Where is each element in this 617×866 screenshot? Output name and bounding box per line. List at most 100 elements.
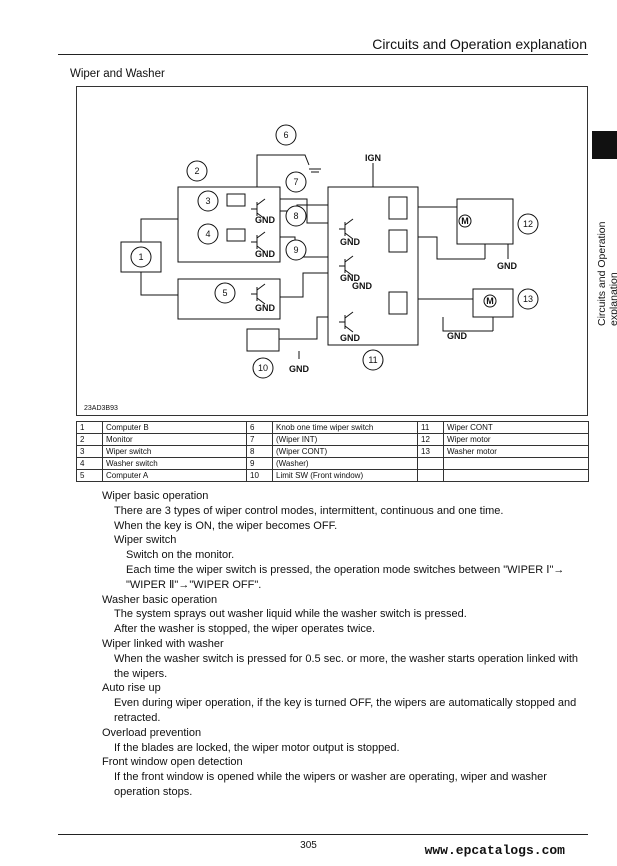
- figure-id: 23AD3B93: [84, 405, 118, 412]
- legend-number: 13: [417, 445, 444, 458]
- legend-number: 9: [246, 457, 273, 470]
- legend-number: [417, 457, 444, 470]
- section-heading: Overload prevention: [102, 726, 202, 739]
- legend-label: Computer A: [102, 469, 247, 482]
- legend-number: 7: [246, 433, 273, 446]
- callout-4: 4: [205, 229, 210, 239]
- gnd-label-4: GND: [255, 249, 276, 259]
- section-heading: Wiper basic operation: [102, 490, 209, 502]
- callout-1-circle: [130, 246, 152, 268]
- body-paragraph: After the washer is stopped, the wiper o…: [114, 623, 376, 636]
- wiring-diagram-svg: 1 2 3 4 5 6 7 8 9 10 11 12 13 IGN GND GN…: [120, 124, 539, 379]
- callout-3: 3: [205, 196, 210, 206]
- callout-2-circle: [186, 160, 208, 182]
- callout-9: 9: [293, 245, 298, 255]
- side-tab-marker: [592, 131, 617, 159]
- legend-label: Wiper CONT: [443, 421, 589, 434]
- body-paragraph: There are 3 types of wiper control modes…: [114, 504, 504, 517]
- callout-3-circle: [197, 190, 219, 212]
- legend-label: Knob one time wiper switch: [272, 421, 418, 434]
- page-number: 305: [300, 840, 317, 851]
- washer-motor-symbol: M: [486, 296, 494, 306]
- legend-label: [443, 457, 589, 470]
- legend-label: Wiper motor: [443, 433, 589, 446]
- gnd-label-5: GND: [255, 303, 276, 313]
- callout-1: 1: [138, 252, 143, 262]
- gnd-label-cont-3: GND: [352, 281, 373, 291]
- footer-rule: [58, 834, 588, 835]
- legend-number: 5: [76, 469, 103, 482]
- callout-11-circle: [362, 349, 384, 371]
- callout-4-circle: [197, 223, 219, 245]
- gnd-label-cont-1: GND: [340, 237, 361, 247]
- body-paragraph: If the blades are locked, the wiper moto…: [114, 741, 400, 754]
- callout-13-circle: [517, 288, 539, 310]
- computer-a-box: [177, 278, 281, 320]
- callout-13: 13: [523, 294, 533, 304]
- callout-7: 7: [293, 177, 298, 187]
- legend-label: (Washer): [272, 457, 418, 470]
- callout-8-circle: [285, 205, 307, 227]
- header-rule: [58, 54, 588, 55]
- body-paragraph: Switch on the monitor.: [126, 549, 235, 562]
- section-heading: Wiper linked with washer: [102, 637, 224, 650]
- legend-label: Washer switch: [102, 457, 247, 470]
- body-paragraph: Even during wiper operation, if the key …: [114, 697, 577, 724]
- wiper-motor-symbol: M: [461, 216, 469, 226]
- gnd-label-cont-4: GND: [340, 333, 361, 343]
- body-paragraph: Each time the wiper switch is pressed, t…: [126, 563, 565, 591]
- body-paragraph: Wiper switch: [114, 534, 177, 547]
- body-paragraph: When the key is ON, the wiper becomes OF…: [114, 519, 338, 532]
- gnd-label-limit: GND: [289, 364, 310, 374]
- legend-label: Computer B: [102, 421, 247, 434]
- gnd-label-3: GND: [255, 215, 276, 225]
- legend-number: 2: [76, 433, 103, 446]
- legend-label: (Wiper INT): [272, 433, 418, 446]
- wiring-diagram: 1 2 3 4 5 6 7 8 9 10 11 12 13 IGN GND GN…: [76, 86, 588, 416]
- watermark: www.epcatalogs.com: [424, 843, 565, 858]
- gnd-label-wiper-motor: GND: [497, 261, 518, 271]
- callout-7-circle: [285, 171, 307, 193]
- body-paragraph: If the front window is opened while the …: [114, 771, 547, 798]
- gnd-label-cont-2: GND: [340, 273, 361, 283]
- section-heading: Front window open detection: [102, 756, 243, 769]
- legend-label: Limit SW (Front window): [272, 469, 418, 482]
- legend-label: Monitor: [102, 433, 247, 446]
- callout-10: 10: [258, 363, 268, 373]
- callout-5: 5: [222, 288, 227, 298]
- legend-number: 11: [417, 421, 444, 434]
- legend-label: Washer motor: [443, 445, 589, 458]
- section-heading: Washer basic operation: [102, 593, 218, 606]
- callout-6-circle: [275, 124, 297, 146]
- callout-6: 6: [283, 130, 288, 140]
- legend-number: 4: [76, 457, 103, 470]
- page-header-title: Circuits and Operation explanation: [372, 36, 587, 52]
- section-title: Wiper and Washer: [70, 68, 165, 80]
- legend-label: [443, 469, 589, 482]
- legend-label: (Wiper CONT): [272, 445, 418, 458]
- callout-5-circle: [214, 282, 236, 304]
- callout-10-circle: [252, 357, 274, 379]
- legend-number: 1: [76, 421, 103, 434]
- legend-number: [417, 469, 444, 482]
- legend-number: 8: [246, 445, 273, 458]
- legend-number: 3: [76, 445, 103, 458]
- ign-label: IGN: [365, 153, 381, 163]
- callout-2: 2: [194, 166, 199, 176]
- limit-sw-box: [246, 328, 280, 352]
- legend-label: Wiper switch: [102, 445, 247, 458]
- monitor-box: [177, 186, 281, 263]
- callout-11: 11: [368, 355, 377, 365]
- legend-number: 10: [246, 469, 273, 482]
- body-paragraph: When the washer switch is pressed for 0.…: [114, 652, 579, 680]
- legend-number: 6: [246, 421, 273, 434]
- callout-12-circle: [517, 213, 539, 235]
- gnd-label-washer-motor: GND: [447, 331, 468, 341]
